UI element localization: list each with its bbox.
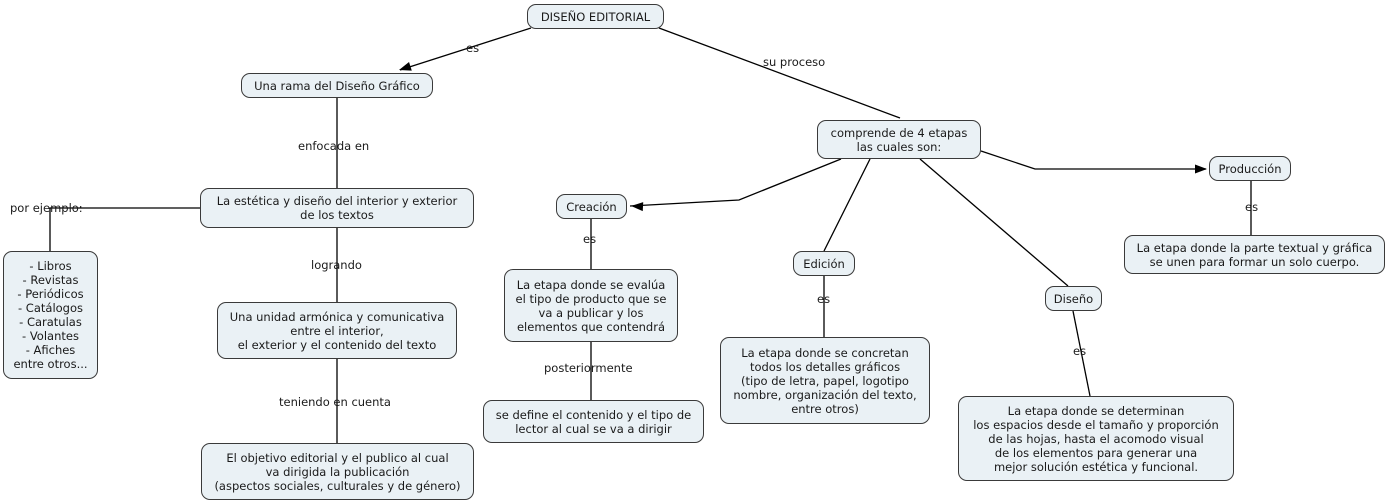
arrowheads-layer <box>399 62 1207 212</box>
node-objetivo-label: El objetivo editorial y el publico al cu… <box>214 450 461 493</box>
node-produccion[interactable]: Producción <box>1209 156 1291 181</box>
edge-comprende-to-diseno <box>919 158 1069 287</box>
edges-layer <box>49 27 1252 443</box>
node-edicion-label: Edición <box>803 256 845 271</box>
arrow-to-rama-arrowhead-icon <box>399 62 412 71</box>
node-edicion_desc-label: La etapa donde se concretan todos los de… <box>733 345 917 416</box>
edge-estetica-to-ejemplos <box>49 207 200 251</box>
node-define-label: se define el contenido y el tipo de lect… <box>495 407 692 436</box>
node-creacion_desc[interactable]: La etapa donde se evalúa el tipo de prod… <box>504 269 678 342</box>
node-creacion-label: Creación <box>566 199 617 214</box>
node-produccion_desc[interactable]: La etapa donde la parte textual y gráfic… <box>1124 235 1385 274</box>
edge-label-enfocada-en: enfocada en <box>298 139 369 153</box>
edge-root-to-rama <box>399 27 532 71</box>
node-ejemplos[interactable]: - Libros - Revistas - Periódicos - Catál… <box>3 251 98 379</box>
node-rama[interactable]: Una rama del Diseño Gráfico <box>241 73 433 98</box>
edge-comprende-to-creacion <box>629 158 842 207</box>
edge-labels-layer: es su proceso enfocada en por ejemplo: logra… <box>10 41 1258 409</box>
node-edicion_desc[interactable]: La etapa donde se concretan todos los de… <box>720 337 930 424</box>
node-estetica[interactable]: La estética y diseño del interior y exte… <box>200 188 474 228</box>
node-ejemplos-label: - Libros - Revistas - Periódicos - Catál… <box>13 259 88 371</box>
edge-comprende-to-produccion <box>980 150 1206 170</box>
node-root[interactable]: DISEÑO EDITORIAL <box>527 4 664 29</box>
node-rama-label: Una rama del Diseño Gráfico <box>254 78 420 93</box>
node-diseno_desc[interactable]: La etapa donde se determinan los espacio… <box>958 396 1234 481</box>
node-define[interactable]: se define el contenido y el tipo de lect… <box>483 400 704 443</box>
edge-comprende-to-edicion <box>823 158 871 252</box>
node-produccion-label: Producción <box>1218 161 1282 176</box>
node-comprende-label: comprende de 4 etapas las cuales son: <box>830 125 968 154</box>
node-unidad-label: Una unidad armónica y comunicativa entre… <box>229 309 445 352</box>
node-creacion_desc-label: La etapa donde se evalúa el tipo de prod… <box>515 277 667 334</box>
edge-label-es-creacion: es <box>583 232 596 246</box>
node-produccion_desc-label: La etapa donde la parte textual y gráfic… <box>1136 240 1373 269</box>
edge-label-teniendo-cuenta: teniendo en cuenta <box>279 395 391 409</box>
node-diseno-label: Diseño <box>1053 291 1094 306</box>
edge-label-por-ejemplo: por ejemplo: <box>10 201 83 215</box>
edge-label-es-edicion: es <box>817 292 830 306</box>
node-root-label: DISEÑO EDITORIAL <box>540 9 651 24</box>
node-creacion[interactable]: Creación <box>556 194 627 219</box>
node-objetivo[interactable]: El objetivo editorial y el publico al cu… <box>201 443 474 500</box>
edge-label-su-proceso: su proceso <box>763 55 825 69</box>
node-diseno[interactable]: Diseño <box>1045 286 1102 311</box>
node-diseno_desc-label: La etapa donde se determinan los espacio… <box>973 403 1219 474</box>
arrow-to-produccion-arrowhead-icon <box>1195 164 1207 174</box>
edge-root-to-comprende <box>658 27 901 119</box>
edge-label-es-diseno: es <box>1073 344 1086 358</box>
node-edicion[interactable]: Edición <box>793 251 855 276</box>
edge-diseno-to-desc <box>1072 310 1091 397</box>
edge-label-logrando: logrando <box>311 258 362 272</box>
node-unidad[interactable]: Una unidad armónica y comunicativa entre… <box>217 302 457 359</box>
arrow-to-creacion-arrowhead-icon <box>631 202 644 212</box>
node-estetica-label: La estética y diseño del interior y exte… <box>216 194 458 222</box>
edge-label-posteriormente: posteriormente <box>544 361 633 375</box>
edge-label-es-rama: es <box>466 41 479 55</box>
edge-label-es-produccion: es <box>1245 200 1258 214</box>
node-comprende[interactable]: comprende de 4 etapas las cuales son: <box>817 120 981 159</box>
